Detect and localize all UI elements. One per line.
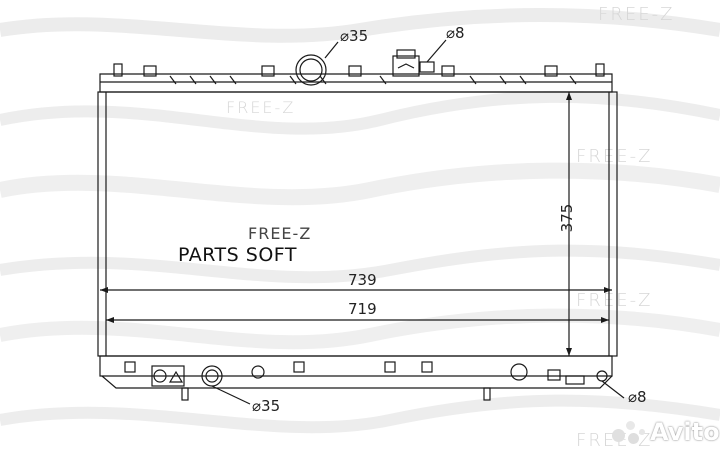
- watermark-text: FREE-Z: [598, 4, 675, 25]
- filler-cap: [392, 55, 420, 77]
- parts-soft-label: PARTS SOFT: [178, 244, 297, 266]
- watermark-brand: FREE-Z: [248, 224, 312, 243]
- avito-badge: Avito: [612, 418, 720, 446]
- watermark-text: FREE-Z: [576, 146, 653, 167]
- dim-height: 375: [558, 204, 576, 233]
- dim-bottom-outlet: ⌀35: [252, 397, 280, 415]
- dim-bottom-drain: ⌀8: [628, 388, 647, 406]
- avito-logo-icon: [612, 419, 646, 445]
- dim-top-inlet: ⌀35: [340, 27, 368, 45]
- dim-overall-width: 739: [348, 271, 377, 289]
- watermark-text: FREE-Z: [226, 98, 296, 117]
- dim-core-width: 719: [348, 300, 377, 318]
- dim-top-drain: ⌀8: [446, 24, 465, 42]
- top-inlet-circle: [295, 54, 327, 86]
- leader-line: [324, 41, 339, 59]
- watermark-text: FREE-Z: [576, 290, 653, 311]
- avito-text: Avito: [650, 418, 720, 446]
- leader-line: [211, 385, 251, 405]
- leader-line: [601, 380, 625, 399]
- top-tank: [99, 73, 613, 93]
- leader-line: [426, 39, 447, 63]
